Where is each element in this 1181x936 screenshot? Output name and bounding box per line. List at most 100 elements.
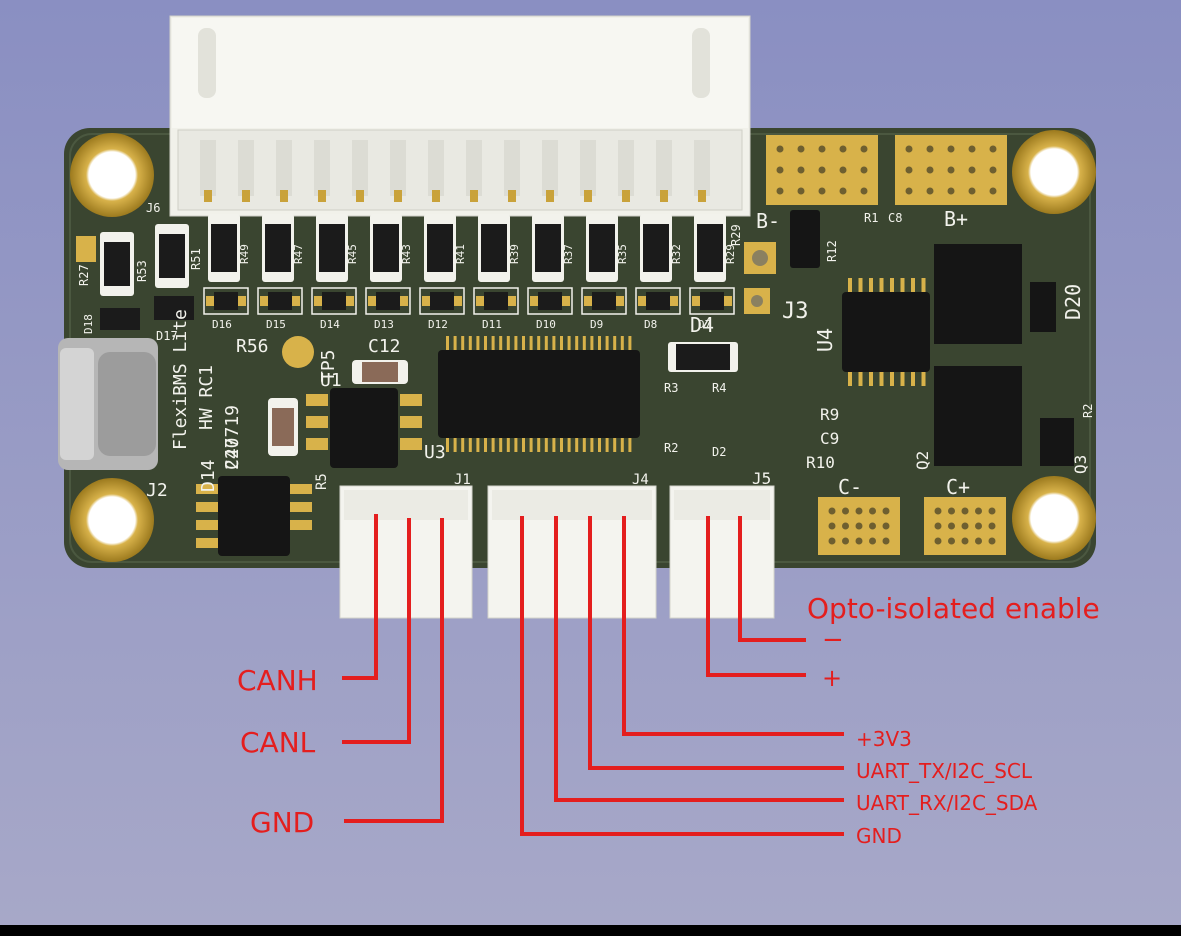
silk-r4: R4 — [712, 381, 726, 395]
pad-via — [961, 522, 969, 530]
silk-diode-label: D14 — [320, 318, 340, 331]
u3-pin — [499, 336, 503, 350]
u3-pin — [461, 336, 465, 350]
silk-d2: D2 — [712, 445, 726, 459]
silk-hw-rev: HW RC1 — [196, 365, 217, 430]
pad-via — [926, 145, 934, 153]
pad-via — [776, 166, 784, 174]
diode-outline — [419, 287, 465, 315]
silk-r53: R53 — [135, 260, 149, 282]
diode-pad — [670, 296, 678, 306]
u3-pin — [598, 438, 601, 452]
silk-d4: D4 — [690, 313, 714, 337]
diode-outline — [527, 287, 573, 315]
u3-pin — [529, 336, 533, 350]
silk-resistor-label: R43 — [400, 244, 413, 264]
label-j5-plus: + — [822, 664, 842, 692]
pad-via — [934, 522, 942, 530]
j6-pin-lead — [546, 190, 554, 202]
pad-via — [828, 507, 836, 515]
j6-pin-lead — [394, 190, 402, 202]
j6-pin-lead — [622, 190, 630, 202]
diode-body — [538, 292, 562, 310]
ic-lower-left — [196, 476, 312, 556]
silk-resistor-label: R39 — [508, 244, 521, 264]
j6-pin — [504, 140, 520, 196]
diode-outline — [203, 287, 249, 315]
annotation-wires — [342, 514, 844, 836]
j6-pin-lead — [432, 190, 440, 202]
connector-j6 — [169, 15, 751, 217]
silk-r51: R51 — [189, 248, 203, 270]
u3-pin — [484, 336, 487, 350]
pad-via — [948, 507, 955, 515]
diode-outline — [365, 287, 411, 315]
pad-via — [797, 166, 805, 174]
j6-pin-lead — [318, 190, 326, 202]
silk-c-plus: C+ — [946, 475, 970, 499]
connector-j4 — [487, 485, 657, 619]
pad-via — [975, 537, 982, 545]
silk-resistor-label: R45 — [346, 244, 359, 264]
pad-via — [947, 145, 955, 153]
pad-via — [860, 145, 868, 153]
silk-j1: J1 — [454, 472, 471, 488]
j6-pin-lead — [698, 190, 706, 202]
silk-resistor-label: R37 — [562, 244, 575, 264]
wire-gnd-j1 — [344, 518, 444, 823]
u3-pin — [620, 336, 624, 350]
pad-via — [989, 166, 997, 174]
resistor-body — [427, 224, 453, 272]
silk-d20: D20 — [1061, 284, 1085, 320]
u4-pin — [911, 372, 915, 386]
label-j1-gnd: GND — [250, 806, 314, 839]
silk-u1: U1 — [320, 370, 342, 391]
j6-pin-lead — [204, 190, 212, 202]
u3-pin — [491, 438, 495, 452]
silk-d14: D14 — [198, 459, 219, 492]
diode-outline — [257, 287, 303, 315]
silk-j2: J2 — [146, 480, 168, 501]
u3-pin — [544, 438, 548, 452]
j6-pin — [352, 140, 368, 196]
pad-via — [975, 522, 982, 530]
silk-r9: R9 — [820, 405, 839, 424]
diode-row — [203, 287, 735, 315]
silk-resistor-label: R41 — [454, 244, 467, 264]
pad-via — [869, 507, 876, 515]
diode-pad — [616, 296, 624, 306]
pad-via — [961, 507, 969, 515]
u3-pin — [476, 336, 480, 350]
pad-via — [860, 166, 868, 174]
u3-pin — [620, 438, 624, 452]
u3-pin — [552, 438, 556, 452]
wire-uart-rx — [554, 516, 844, 802]
diode-outline — [635, 287, 681, 315]
pad-via — [968, 187, 976, 195]
silk-diode-label: D16 — [212, 318, 232, 331]
diode-pad — [638, 296, 646, 306]
j6-pin — [428, 140, 444, 196]
wire-3v3 — [622, 516, 844, 736]
label-j4-uart-tx: UART_TX/I2C_SCL — [856, 759, 1033, 783]
silk-diode-label: D13 — [374, 318, 394, 331]
u4-pin — [848, 278, 852, 292]
silk-c12: C12 — [368, 336, 401, 357]
resistor-body — [535, 224, 561, 272]
pad-via — [797, 187, 805, 195]
u3-pin — [628, 336, 632, 350]
j6-pin — [276, 140, 292, 196]
u3-pin — [499, 438, 503, 452]
pad-via — [869, 537, 876, 545]
silk-r3: R3 — [664, 381, 678, 395]
diode-pad — [206, 296, 214, 306]
u3-pin — [590, 438, 594, 452]
u3-pin — [605, 438, 609, 452]
silk-u4: U4 — [813, 328, 837, 352]
diode-pad — [476, 296, 484, 306]
u3-pin — [514, 336, 518, 350]
pad-via — [988, 537, 996, 545]
pad-via — [828, 522, 836, 530]
wire-enable-plus — [706, 516, 806, 677]
silk-product-name: FlexiBMS Lite — [170, 309, 191, 450]
